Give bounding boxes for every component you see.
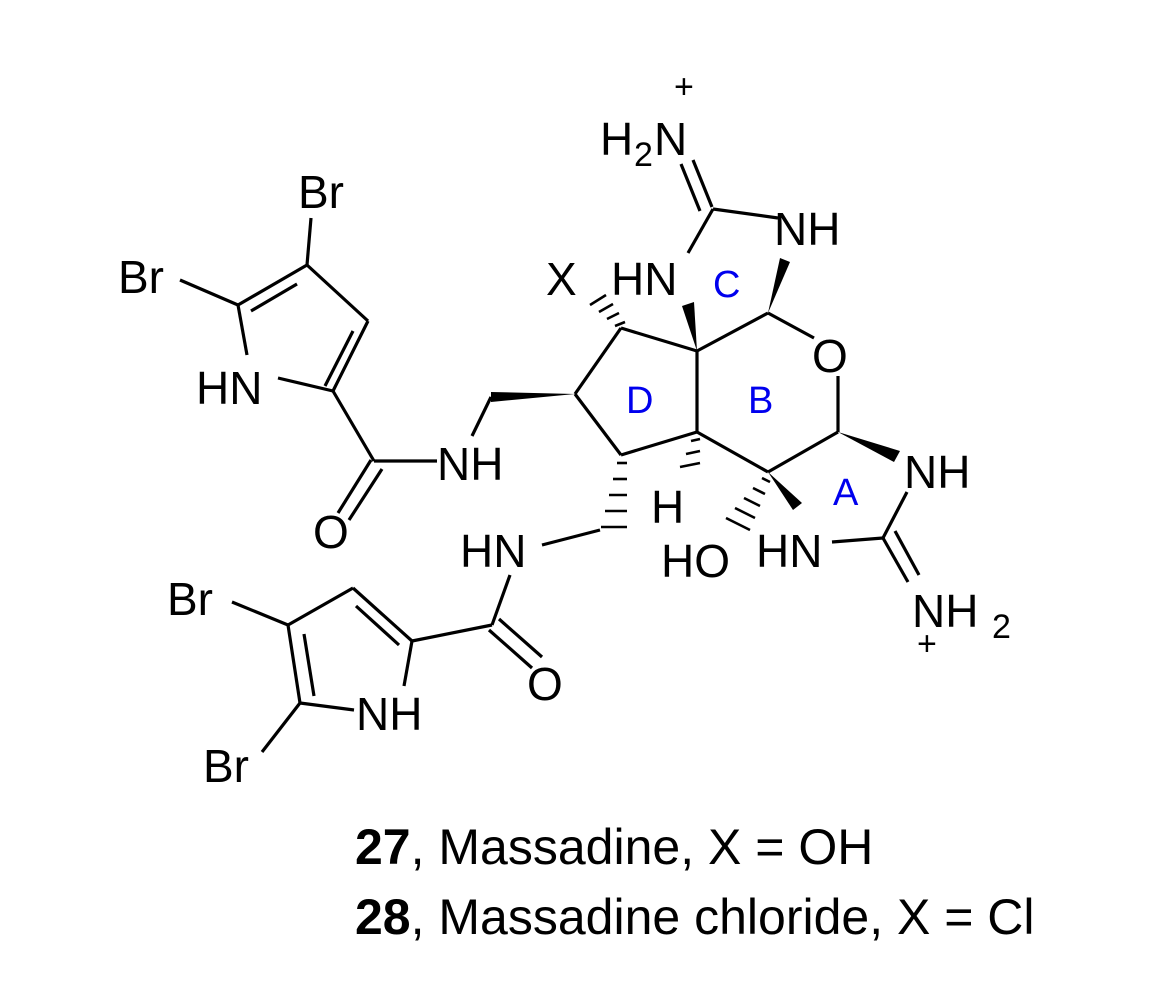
hashed-bond-oh (725, 476, 771, 532)
iminium-n-label: N (654, 113, 687, 165)
hashed-bond-h (679, 437, 701, 469)
bond (767, 430, 839, 474)
pyrrole-nh-label: NH (356, 688, 422, 740)
charge-plus-label: + (674, 68, 694, 106)
bond (487, 628, 534, 670)
bond (347, 468, 384, 521)
ring-label-a: A (833, 472, 859, 514)
bond (331, 320, 370, 392)
bond (299, 701, 355, 712)
bond (893, 530, 921, 576)
bond (250, 282, 298, 313)
caption-compound-27: 27, Massadine, X = OH (355, 818, 873, 876)
caption-compound-28: 28, Massadine chloride, X = Cl (355, 888, 1035, 946)
bond (831, 536, 884, 544)
bromine-label: Br (167, 573, 213, 625)
bond (573, 393, 623, 456)
bond (305, 263, 370, 323)
wedge-bond (682, 302, 697, 351)
amide-oxygen-label: O (313, 506, 349, 558)
stereo-h-label: H (651, 481, 684, 533)
compound-name: , Massadine, X = OH (410, 819, 874, 875)
compound-number: 28 (355, 889, 411, 945)
bond (336, 459, 373, 514)
bond (696, 311, 769, 353)
tetracyclic-core: + H 2 N NH X HN O NH H HO HN NH 2 + C D … (470, 68, 1011, 663)
bond (179, 278, 239, 307)
bond (620, 430, 698, 457)
amide-oxygen-label: O (527, 658, 563, 710)
upper-dibromopyrrole: Br Br HN NH O (118, 166, 503, 558)
wedge-bond (491, 392, 575, 402)
bond (497, 617, 544, 659)
bond (237, 263, 308, 307)
bond (231, 600, 289, 627)
bond (277, 376, 334, 393)
bond (881, 491, 909, 539)
iminium-h-label: H (600, 113, 633, 165)
bond (767, 311, 815, 340)
bond (696, 430, 769, 474)
bond (411, 623, 493, 643)
bond (470, 396, 493, 437)
bromine-label: Br (298, 166, 344, 218)
ring-oxygen-label: O (812, 330, 848, 382)
bond (402, 640, 414, 687)
bromine-label: Br (118, 251, 164, 303)
bond (287, 586, 354, 627)
compound-name: , Massadine chloride, X = Cl (410, 889, 1035, 945)
bond (302, 633, 316, 697)
pyrrole-nh-label: HN (196, 362, 262, 414)
bond (620, 326, 698, 353)
bromine-label: Br (203, 740, 249, 792)
ring-c-hn-label: HN (611, 253, 677, 305)
lower-dibromopyrrole: Br Br NH HN O (167, 525, 563, 792)
bond (490, 574, 512, 626)
ring-a-hn-label: HN (756, 525, 822, 577)
wedge-bond (768, 472, 802, 510)
charge-plus-label: + (917, 625, 937, 663)
bond (679, 163, 702, 212)
bond (686, 208, 715, 254)
ring-c-nh-label: NH (774, 203, 840, 255)
iminium-nh-label: NH (912, 585, 978, 637)
bond (881, 537, 910, 583)
bond (305, 217, 313, 266)
bond (691, 159, 714, 208)
bond (354, 604, 401, 647)
amide-nh-label: NH (437, 438, 503, 490)
hydroxyl-label: HO (661, 535, 730, 587)
ring-label-b: B (748, 380, 773, 422)
bond (541, 528, 601, 547)
subscript-label: 2 (992, 608, 1011, 646)
amide-nh-label: HN (460, 525, 526, 577)
bond (712, 207, 779, 220)
bond (260, 702, 302, 753)
wedge-bond (768, 258, 790, 313)
subscript-label: 2 (634, 136, 653, 174)
bond (573, 327, 623, 395)
hashed-bond-x (589, 293, 626, 328)
wedge-bond (838, 432, 900, 462)
compound-number: 27 (355, 819, 411, 875)
ring-a-nh-label: NH (904, 446, 970, 498)
ring-label-c: C (713, 264, 740, 306)
bond (286, 624, 302, 704)
bond (236, 304, 249, 356)
hashed-bond-ch2 (601, 461, 627, 529)
x-substituent-label: X (546, 253, 577, 305)
bond (331, 390, 376, 462)
bond (351, 586, 414, 643)
bond (323, 330, 355, 387)
ring-label-d: D (626, 380, 653, 422)
